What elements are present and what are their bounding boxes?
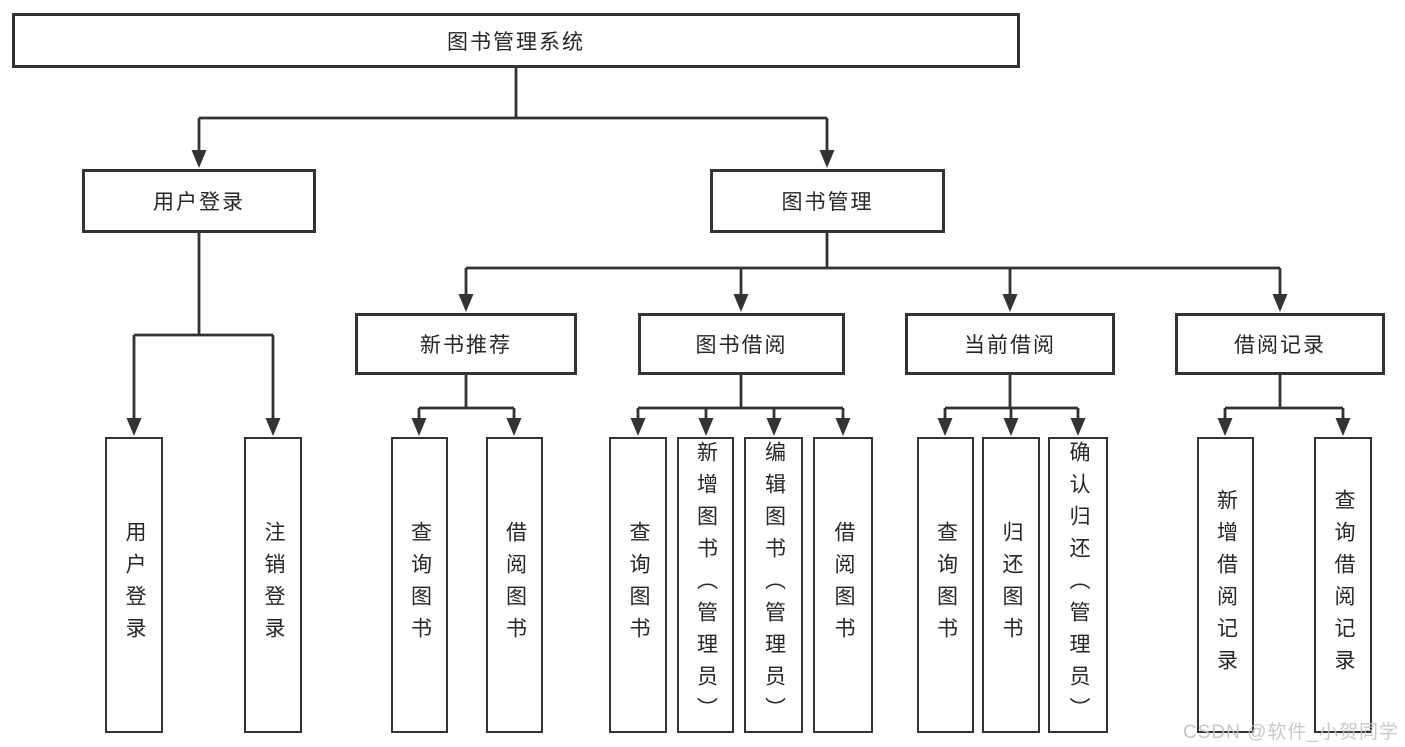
- leaf-add-borrow-record: 新增借阅记录: [1197, 437, 1254, 733]
- leaf-borrow-books: 借阅图书: [813, 437, 873, 733]
- node-book-borrow: 图书借阅: [638, 313, 845, 375]
- leaf-confirm-return-admin: 确认归还（管理员）: [1048, 437, 1108, 733]
- leaf-logout: 注销登录: [244, 437, 302, 733]
- leaf-user-login: 用户登录: [105, 437, 163, 733]
- node-user-login: 用户登录: [82, 169, 316, 233]
- node-book-management: 图书管理: [710, 169, 945, 233]
- node-current-borrow: 当前借阅: [905, 313, 1115, 375]
- leaf-return-books: 归还图书: [982, 437, 1040, 733]
- arrowheads: [126, 150, 1351, 436]
- leaf-query-books-borrow: 查询图书: [609, 437, 667, 733]
- leaf-borrow-books-recommend: 借阅图书: [486, 437, 543, 733]
- leaf-edit-books-admin: 编辑图书（管理员）: [744, 437, 803, 733]
- leaf-query-books-current: 查询图书: [917, 437, 974, 733]
- node-borrow-records: 借阅记录: [1175, 313, 1385, 375]
- node-root-system: 图书管理系统: [12, 13, 1020, 68]
- leaf-query-borrow-record: 查询借阅记录: [1314, 437, 1372, 733]
- node-new-book-recommend: 新书推荐: [355, 313, 577, 375]
- leaf-query-books-recommend: 查询图书: [391, 437, 448, 733]
- leaf-add-books-admin: 新增图书（管理员）: [677, 437, 734, 733]
- csdn-watermark: CSDN @软件_小贺同学: [1183, 722, 1399, 743]
